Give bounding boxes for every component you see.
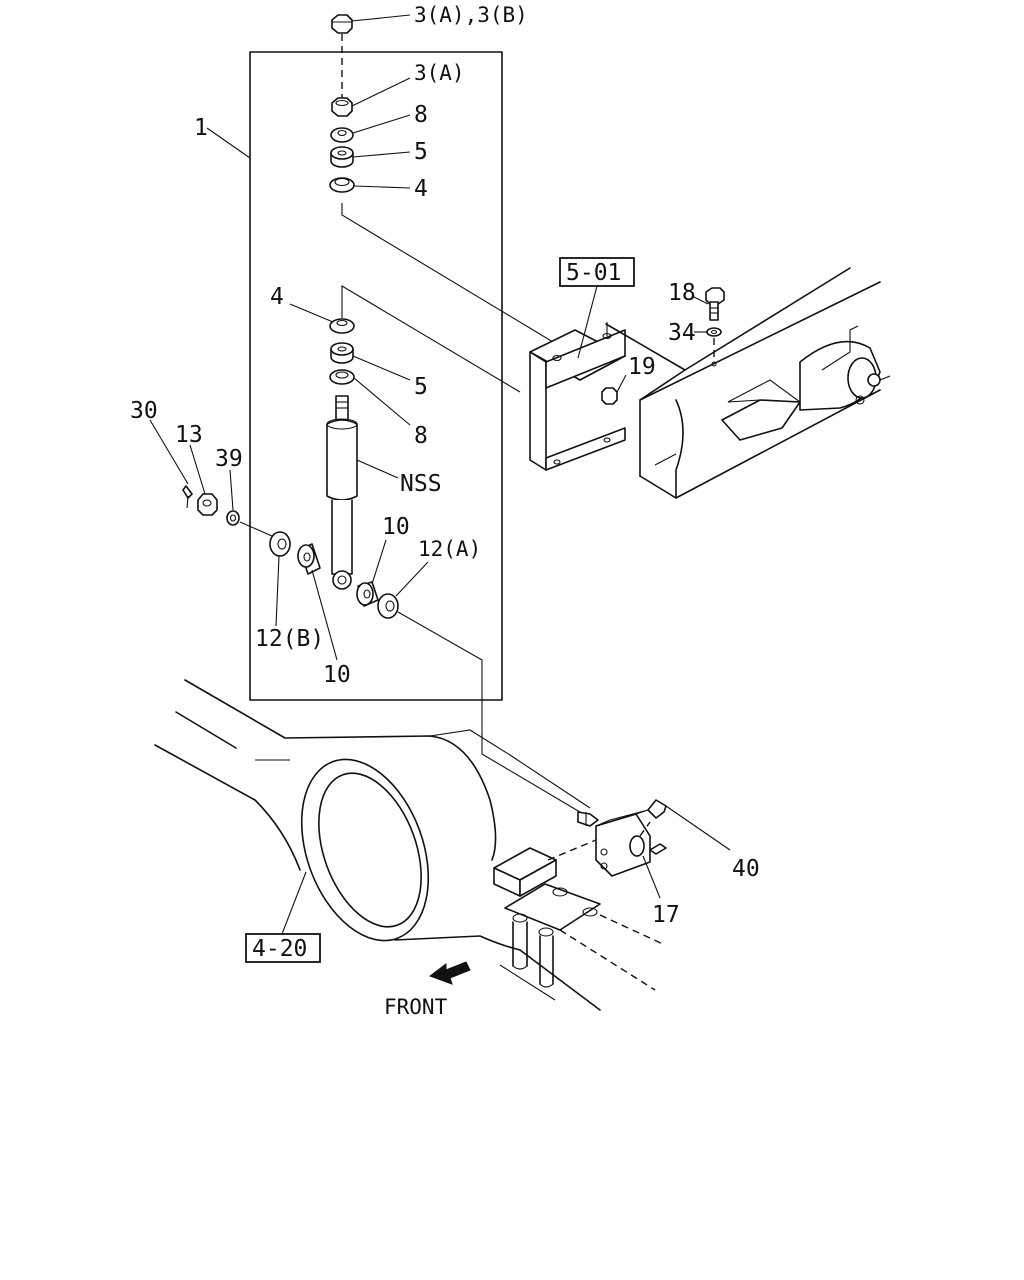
callout-part-1: 1 [194,115,208,141]
callout-part-4-mid: 4 [270,284,284,310]
reference-4-20: 4-20 [252,936,307,962]
callout-part-18: 18 [668,280,696,306]
callout-part-40: 40 [732,856,760,882]
callout-part-8-mid: 8 [414,423,428,449]
lower-hardware-stack: 4 5 8 [270,284,521,449]
rubber-bushing-icon [330,342,354,364]
leader-part-10-bottom [311,569,338,661]
upper-hardware-stack: 3(A),3(B) 3(A) 8 5 4 [329,3,559,346]
callout-part-12b: 12(B) [255,626,324,652]
assembly-line-upper [341,203,559,346]
leader-part-5-mid [352,355,411,381]
nut-icon [197,493,218,516]
washer-icon [226,510,240,526]
callout-part-3ab: 3(A),3(B) [414,3,528,27]
spring-seat-icon [504,883,601,988]
cotter-pin-icon [182,485,193,509]
callout-part-8-top: 8 [414,102,428,128]
bushing-icon [377,593,399,619]
pin-axis-line [239,521,273,537]
callout-part-13: 13 [175,422,203,448]
leader-part-8-top [352,114,411,134]
washer-icon [329,369,355,385]
leader-part-40 [665,805,731,851]
leader-part-12b [275,555,280,627]
leader-part-8-mid [353,377,411,426]
leader-part-39 [229,469,234,511]
callout-part-5-top: 5 [414,139,428,165]
front-arrow-icon [428,961,471,985]
callout-part-4-top: 4 [414,176,428,202]
bracket-axis-line [547,839,597,861]
frame-bracket-icon [529,322,626,471]
callout-nss: NSS [400,471,442,497]
axle-housing-icon [154,679,666,1011]
callout-part-30: 30 [130,398,158,424]
nut-icon [331,97,353,117]
lower-eye-bushings: 12(B) 10 10 12(A) [255,514,591,819]
spacer-block-icon [493,847,557,897]
leader-part-5-top [352,151,411,158]
washer-icon [330,127,354,143]
bushing-icon [356,581,379,607]
callout-part-10-bottom: 10 [323,662,351,688]
assembly-line-to-axle-bracket [397,611,591,819]
leader-part-3ab [351,14,411,22]
leader-nss [356,459,399,479]
leader-part-19 [616,374,627,393]
callout-part-39: 39 [215,446,243,472]
cup-washer-icon [329,177,355,193]
washer-icon [706,327,722,337]
leader-part-10-right [371,539,387,585]
leader-part-18 [691,295,709,305]
callout-part-19: 19 [628,354,656,380]
cup-washer-icon [329,318,355,334]
bushing-icon [297,543,321,575]
assembly-line-lower [341,285,521,393]
nut-icon [601,387,618,405]
leader-part-17 [642,855,661,899]
callout-part-3a: 3(A) [414,61,465,85]
assembly-group-frame [249,51,503,701]
frame-rail-icon [605,267,891,499]
bolt-icon [639,799,667,855]
leader-part-4-top [353,185,411,189]
callout-part-12a: 12(A) [418,537,481,561]
shock-absorber-icon [326,395,358,590]
bolt-icon [705,287,725,321]
leader-part-3a [351,77,411,107]
reference-box-4-20 [245,933,321,963]
pivot-pin-hardware: 30 13 39 [130,398,273,537]
front-direction-label: FRONT [384,995,448,1019]
callout-part-5-mid: 5 [414,374,428,400]
bolt-hole [711,361,717,367]
callout-part-10-right: 10 [382,514,410,540]
leader-part-1 [206,127,251,159]
leader-part-4-mid [289,303,334,323]
leader-part-13 [189,444,206,495]
rubber-bushing-icon [330,146,354,168]
leader-ref-4-20 [281,871,307,935]
leader-part-12a [395,561,429,597]
axle-bracket-icon [577,809,651,877]
bushing-icon [269,531,291,557]
nut-icon [331,14,353,34]
callout-part-17: 17 [652,902,680,928]
reference-box-5-01 [559,257,635,287]
leader-ref-5-01 [577,285,598,359]
reference-5-01: 5-01 [566,260,621,286]
callout-part-34: 34 [668,320,696,346]
leader-part-30 [149,419,189,485]
